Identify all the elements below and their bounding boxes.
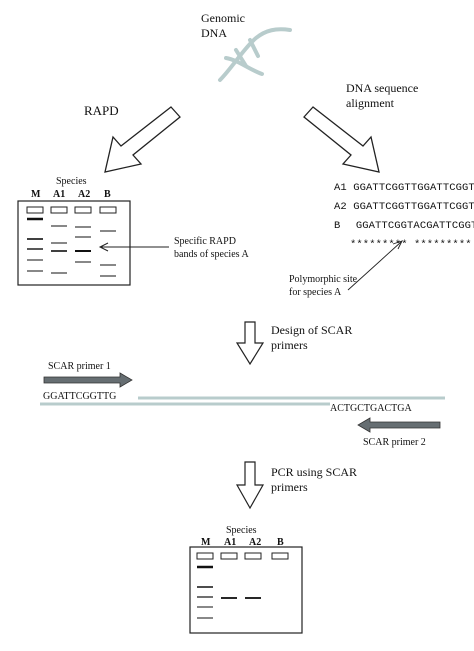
- primer2-sequence: ACTGCTGACTGA: [330, 403, 412, 414]
- alignment-seq-a2: GGATTCGGTTGGATTCGGTT: [353, 201, 474, 213]
- alignment-id-a1: A1: [334, 182, 347, 194]
- primer2-arrow: [357, 417, 441, 433]
- polymorphic-site-pointer: [347, 240, 403, 291]
- alignment-label-line1: DNA sequence: [346, 81, 419, 95]
- gel1-lane-m: M: [31, 189, 41, 200]
- specific-bands-callout-line1: Specific RAPD: [174, 236, 236, 247]
- target-dna-strands: [40, 396, 445, 406]
- polymorphic-note-line1: Polymorphic site: [289, 274, 358, 285]
- primer2-label: SCAR primer 2: [363, 437, 426, 448]
- gel2-lane-a2: A2: [249, 537, 262, 548]
- gel1-lane-b: B: [104, 189, 111, 200]
- alignment-row-b: B GGATTCGGTACGATTCGGTT: [334, 219, 474, 233]
- arrow-to-rapd: [104, 106, 181, 173]
- alignment-label-line2: alignment: [346, 96, 394, 110]
- primer1-sequence: GGATTCGGTTG: [43, 391, 117, 402]
- gel1-lane-a2: A2: [78, 189, 91, 200]
- pcr-step-line1: PCR using SCAR: [271, 465, 358, 479]
- rapd-label: RAPD: [84, 103, 119, 118]
- alignment-row-a1: A1 GGATTCGGTTGGATTCGGTT: [334, 181, 474, 195]
- specific-bands-callout-line2: bands of species A: [174, 249, 249, 260]
- rapd-gel: [17, 200, 131, 286]
- arrow-down-pcr: [235, 461, 265, 510]
- pcr-step-line2: primers: [271, 480, 308, 494]
- gel1-lane-a1: A1: [53, 189, 66, 200]
- specific-band-pointer: [98, 242, 169, 252]
- gel2-species-label: Species: [226, 525, 257, 536]
- scar-pcr-gel: [189, 546, 303, 634]
- alignment-seq-a1: GGATTCGGTTGGATTCGGTT: [353, 182, 474, 194]
- primer1-arrow: [43, 372, 133, 388]
- alignment-id-a2: A2: [334, 201, 347, 213]
- polymorphic-note-line2: for species A: [289, 287, 342, 298]
- primer1-label: SCAR primer 1: [48, 361, 111, 372]
- alignment-row-a2: A2 GGATTCGGTTGGATTCGGTT: [334, 200, 474, 214]
- gel1-species-label: Species: [56, 176, 87, 187]
- gel2-lane-m: M: [201, 537, 211, 548]
- genomic-dna-label-line2: DNA: [201, 26, 227, 40]
- arrow-down-design: [235, 321, 265, 366]
- design-step-line2: primers: [271, 338, 308, 352]
- arrow-to-alignment: [303, 106, 380, 173]
- dna-helix-icon: [218, 27, 292, 82]
- alignment-seq-b: GGATTCGGTACGATTCGGTT: [355, 220, 474, 232]
- alignment-consensus: ********* *********: [350, 239, 472, 251]
- design-step-line1: Design of SCAR: [271, 323, 353, 337]
- gel2-lane-a1: A1: [224, 537, 237, 548]
- gel2-lane-b: B: [277, 537, 284, 548]
- genomic-dna-label-line1: Genomic: [201, 11, 245, 25]
- alignment-id-b: B: [334, 220, 341, 232]
